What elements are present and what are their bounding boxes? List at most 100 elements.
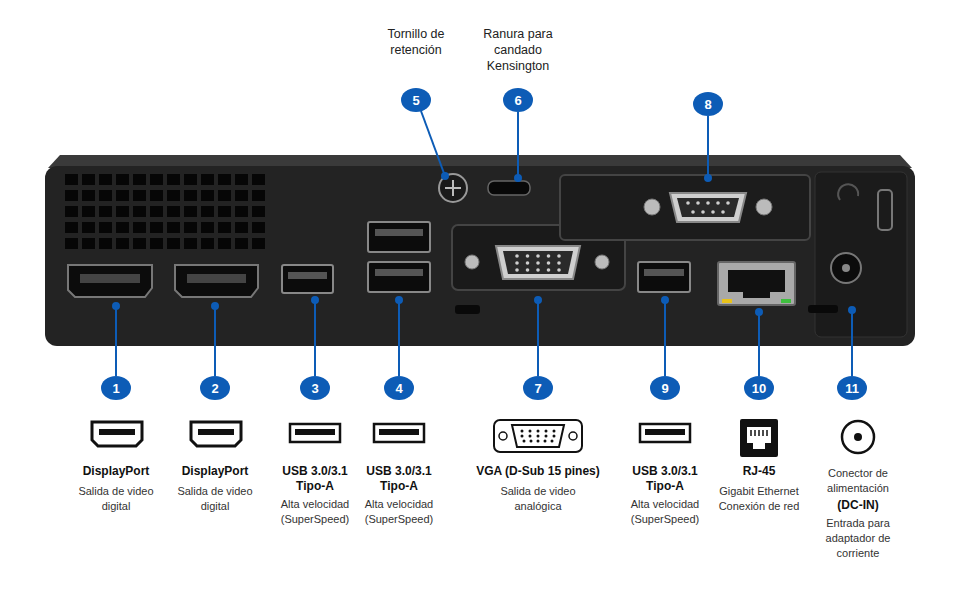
pin: [696, 201, 700, 205]
shape: [218, 222, 231, 233]
shape: [133, 222, 146, 233]
pin: [537, 430, 540, 433]
port-description: Conector de alimentación: [808, 466, 908, 496]
shape: [65, 238, 78, 249]
callout-text: 6: [514, 93, 521, 108]
shape: [82, 206, 95, 217]
shape: [65, 190, 78, 201]
pin: [521, 435, 524, 438]
shape: [99, 222, 112, 233]
shape: [133, 238, 146, 249]
led: [722, 299, 732, 303]
shape: [116, 174, 129, 185]
pin: [526, 268, 530, 272]
led: [781, 299, 791, 303]
shape: [184, 190, 197, 201]
port-tongue: [375, 229, 423, 236]
shape: [65, 222, 78, 233]
dc-icon: [842, 421, 874, 453]
db9-connector: [670, 193, 746, 222]
pin: [529, 430, 532, 433]
port-name: DisplayPort: [66, 464, 166, 479]
db9-inner: [677, 198, 739, 217]
pin: [545, 435, 548, 438]
icon-detail: [645, 429, 685, 435]
pin: [526, 254, 530, 258]
shape: [218, 238, 231, 249]
pin: [547, 254, 551, 258]
callout-text: 8: [704, 97, 711, 112]
usb-icon: [374, 424, 424, 442]
usb-port: [282, 265, 333, 293]
pin: [726, 201, 730, 205]
shape: [252, 174, 265, 185]
db9-pins: [686, 201, 730, 214]
pin: [537, 435, 540, 438]
callout-number: 11: [837, 376, 867, 400]
shape: [201, 222, 214, 233]
port-name: USB 3.0/3.1 Tipo-A: [628, 464, 702, 494]
shape: [82, 222, 95, 233]
latch: [878, 190, 892, 230]
pin: [530, 440, 533, 443]
mark: [838, 184, 858, 200]
pin: [523, 440, 526, 443]
icon-detail: [499, 432, 507, 440]
leader-lines: [113, 111, 855, 376]
shape: [99, 174, 112, 185]
pin: [529, 435, 532, 438]
shape: [133, 206, 146, 217]
shape: [133, 190, 146, 201]
callout-text: 2: [211, 381, 218, 396]
shape: [116, 222, 129, 233]
usb-port: [368, 262, 430, 292]
callout-text: 7: [534, 381, 541, 396]
usb-icon: [290, 424, 340, 442]
part-name: Ranura para candado Kensington: [478, 26, 558, 74]
usb-port: [368, 222, 430, 252]
shape: [184, 174, 197, 185]
pin: [721, 210, 725, 214]
icon-pins: [521, 430, 556, 443]
icon-detail: [295, 429, 335, 435]
connector-screw: [756, 199, 772, 215]
icon-detail: [751, 430, 767, 436]
pin: [557, 261, 561, 265]
connector-screw: [465, 255, 479, 269]
callout-number: 4: [384, 376, 414, 400]
vga-icon: [494, 420, 582, 452]
port-tongue: [187, 274, 246, 283]
shape: [184, 206, 197, 217]
port-description: Salida de video analógica: [483, 484, 593, 514]
port-tongue: [80, 274, 140, 283]
callout-text: 4: [395, 381, 402, 396]
shape: [150, 222, 163, 233]
pin: [551, 440, 554, 443]
shape: [218, 174, 231, 185]
pin: [706, 201, 710, 205]
shape: [235, 238, 248, 249]
shape: [167, 238, 180, 249]
connector-screw: [595, 255, 609, 269]
shape: [150, 190, 163, 201]
connector-screw: [644, 199, 660, 215]
shape: [218, 190, 231, 201]
callout-number: 6: [503, 88, 533, 112]
callout-number: 7: [523, 376, 553, 400]
shape: [167, 190, 180, 201]
icon-detail: [747, 427, 771, 449]
pin: [553, 435, 556, 438]
callout-number: 3: [300, 376, 330, 400]
shape: [235, 174, 248, 185]
port-description: Entrada para adaptador de corriente: [813, 516, 903, 561]
port-description: Salida de video digital: [172, 484, 258, 514]
callout-number: 10: [744, 376, 774, 400]
shape: [65, 206, 78, 217]
dc-pin: [842, 264, 850, 272]
pin: [545, 430, 548, 433]
pin: [553, 430, 556, 433]
shape: [184, 238, 197, 249]
port-tongue: [288, 272, 327, 279]
shape: [201, 238, 214, 249]
shape: [82, 238, 95, 249]
